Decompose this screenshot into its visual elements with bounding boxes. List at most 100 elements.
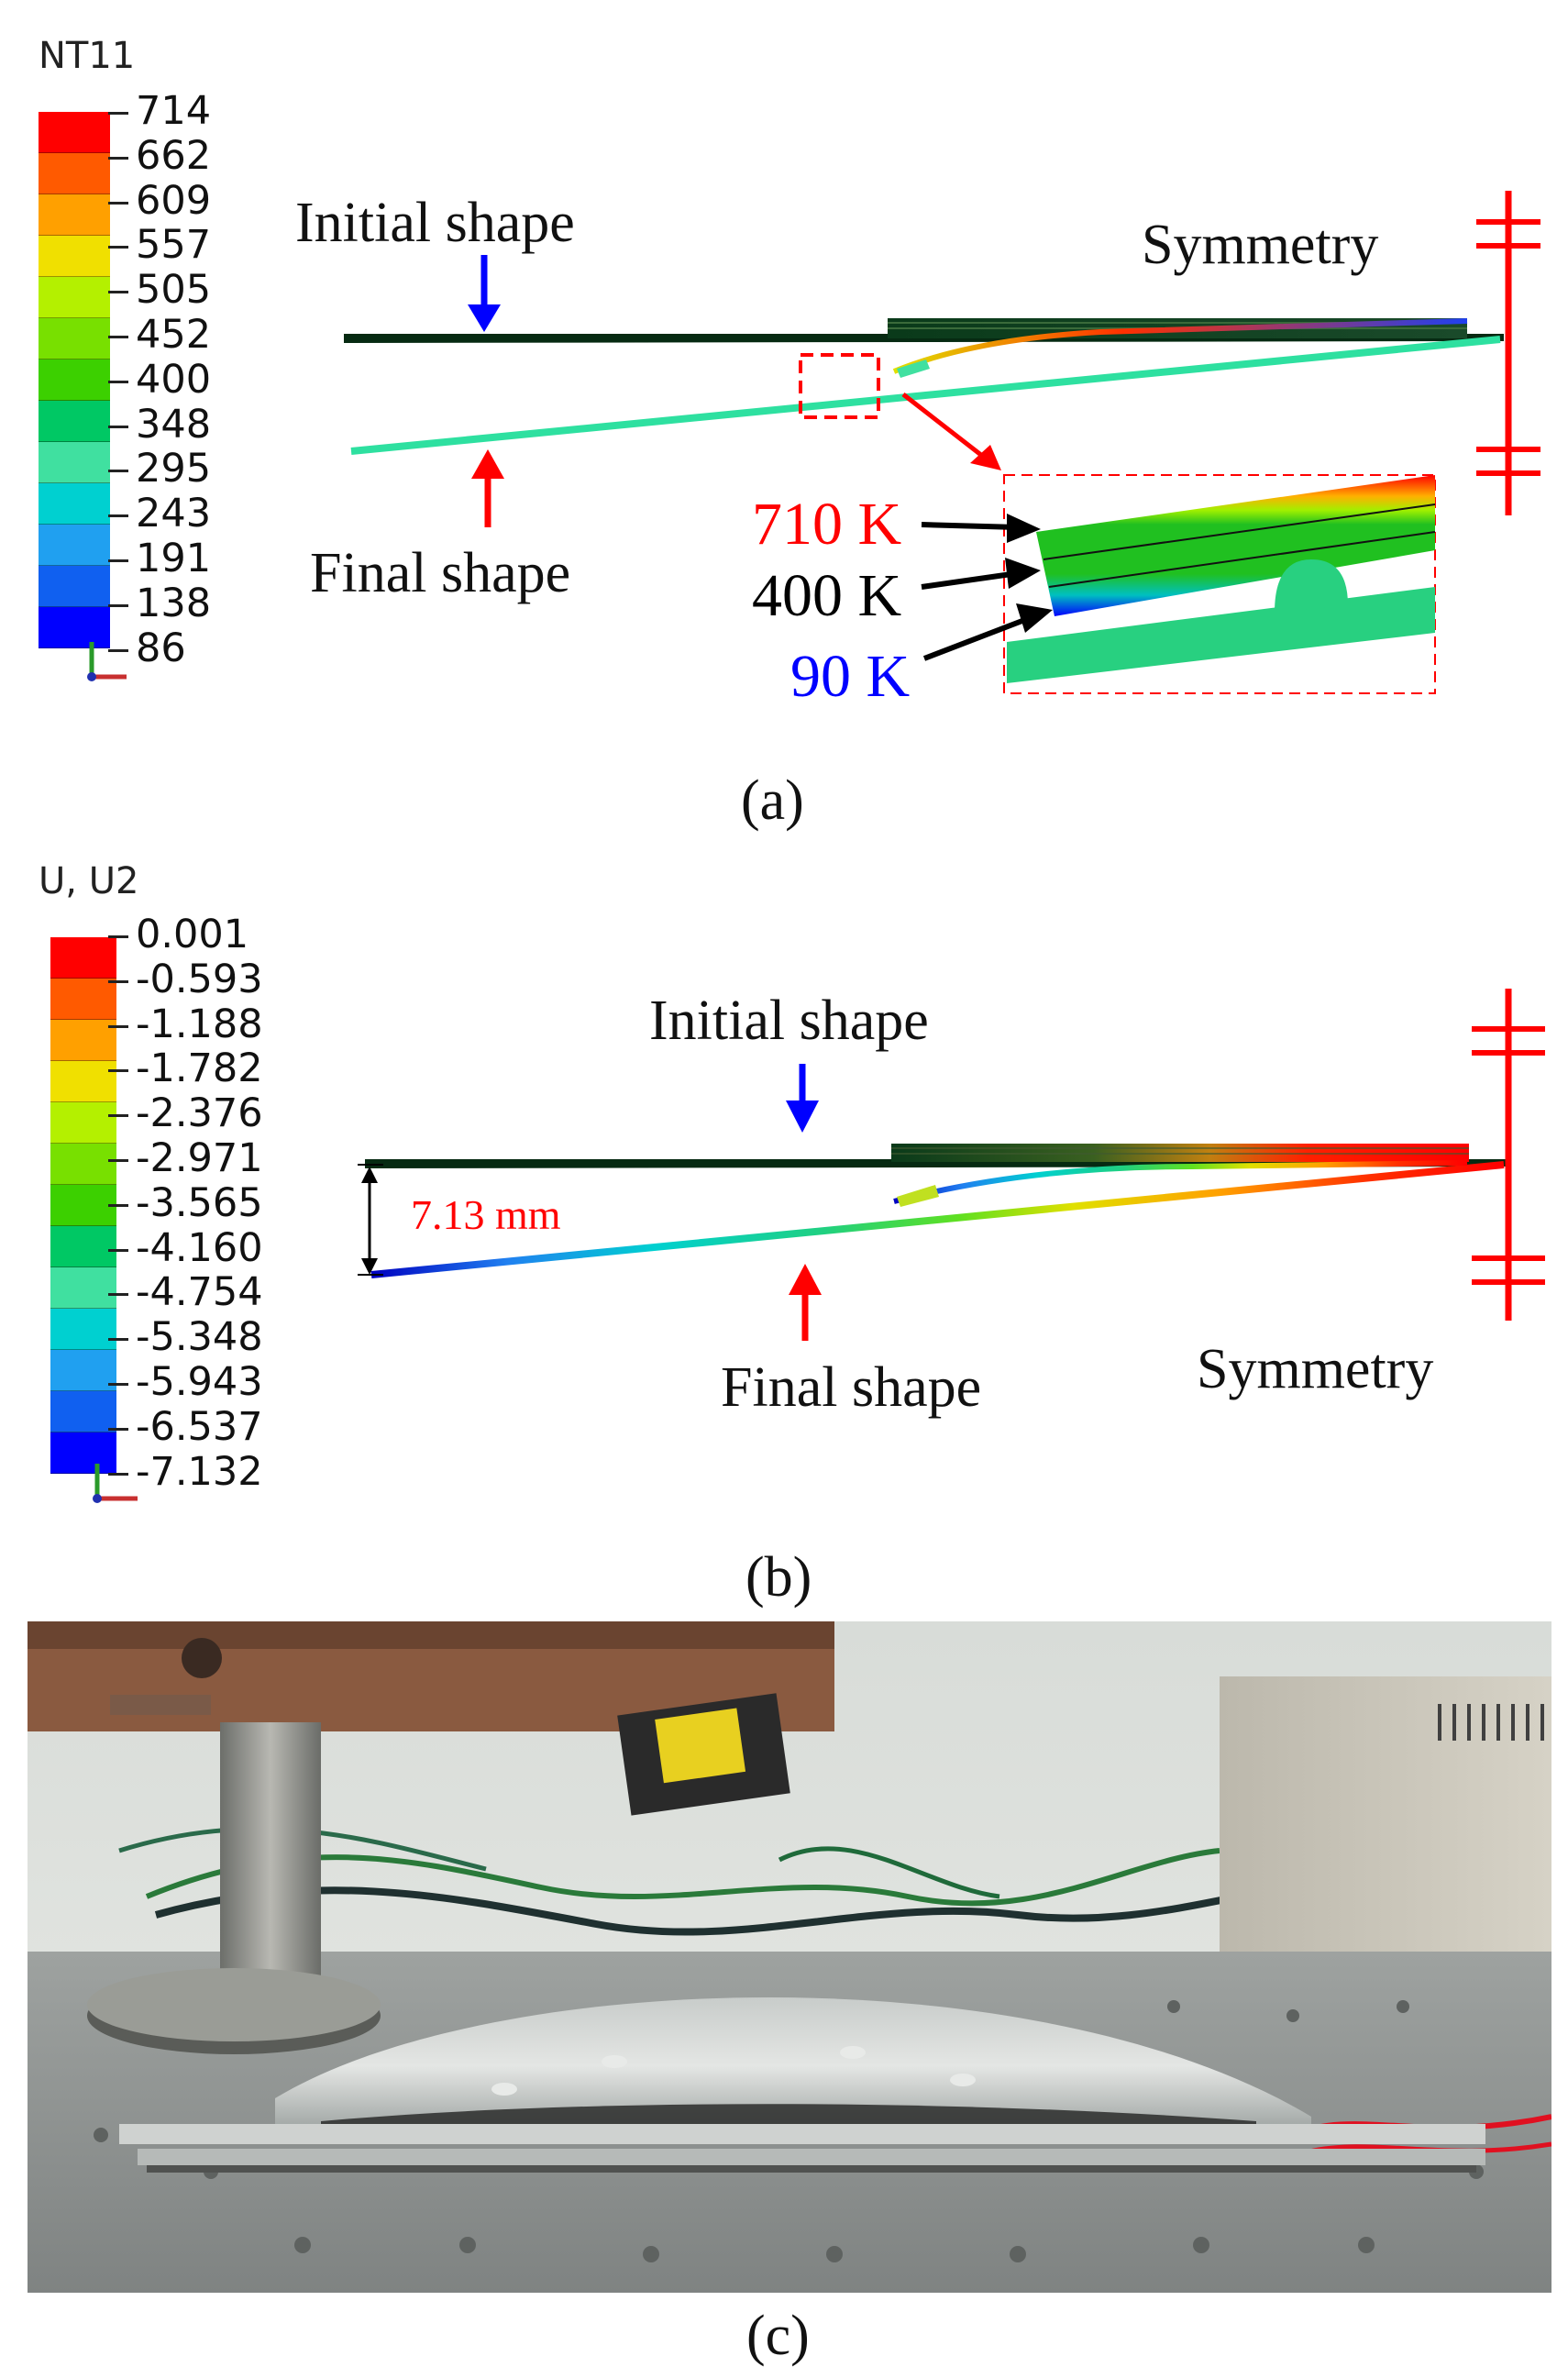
colorbar-segment (50, 1061, 116, 1102)
legend-colorbar-b (50, 937, 116, 1474)
initial-shape-label-a: Initial shape (295, 192, 575, 254)
colorbar-tick (108, 1383, 128, 1386)
legend-value-label: 348 (136, 401, 212, 448)
colorbar-tick (108, 1159, 128, 1162)
colorbar-segment (50, 1185, 116, 1226)
colorbar-segment (50, 937, 116, 979)
colorbar-segment (50, 1432, 116, 1474)
legend-value-label: 662 (136, 132, 212, 179)
legend-value-label: 243 (136, 491, 212, 537)
colorbar-segment (39, 607, 110, 648)
inset-box-a (1003, 474, 1436, 694)
colorbar-tick (108, 979, 128, 983)
temp-low-label: 90 K (790, 643, 911, 710)
laser-sensor-icon (617, 1693, 790, 1816)
legend-title-a: NT11 (39, 35, 136, 77)
colorbar-tick (108, 559, 128, 562)
legend-value-label: 557 (136, 222, 212, 269)
colorbar-segment (50, 1020, 116, 1061)
caption-a: (a) (741, 769, 804, 832)
bottom-plate-2 (138, 2149, 1485, 2165)
final-shape-label-a: Final shape (310, 542, 571, 604)
legend-value-label: 609 (136, 177, 212, 224)
colorbar-segment (50, 1102, 116, 1144)
colorbar-segment (39, 401, 110, 442)
colorbar-segment (39, 566, 110, 607)
colorbar-tick (108, 1024, 128, 1028)
colorbar-segment (39, 194, 110, 236)
experiment-photo (28, 1621, 1551, 2293)
legend-value-label: -3.565 (136, 1179, 263, 1226)
colorbar-segment (50, 1226, 116, 1267)
legend-value-label: -7.132 (136, 1448, 263, 1495)
legend-value-label: -4.160 (136, 1224, 263, 1271)
colorbar-segment (50, 1391, 116, 1432)
colorbar-segment (39, 112, 110, 153)
colorbar-tick (108, 156, 128, 160)
legend-title-b: U, U2 (39, 860, 139, 902)
colorbar-tick (108, 201, 128, 205)
colorbar-segment (50, 979, 116, 1020)
colorbar-segment (50, 1309, 116, 1350)
initial-shape-label-b: Initial shape (649, 990, 929, 1052)
inset-plate-a (1036, 475, 1435, 616)
final-shape-line-a (350, 336, 1501, 455)
legend-value-label: -4.754 (136, 1269, 263, 1316)
colorbar-segment (50, 1144, 116, 1185)
colorbar-tick (108, 1472, 128, 1476)
colorbar-segment (39, 318, 110, 359)
legend-value-label: 400 (136, 356, 212, 403)
colorbar-tick (108, 935, 128, 938)
morphing-plate (275, 1997, 1311, 2135)
colorbar-tick (108, 603, 128, 607)
symmetry-label-a: Symmetry (1142, 214, 1379, 276)
colorbar-segment (39, 236, 110, 277)
colorbar-tick (108, 648, 128, 652)
legend-value-label: -2.376 (136, 1090, 263, 1137)
colorbar-tick (108, 246, 128, 249)
loading-column (220, 1722, 321, 2007)
colorbar-tick (108, 470, 128, 473)
legend-value-label: 0.001 (136, 912, 249, 957)
colorbar-segment (39, 483, 110, 525)
colorbar-tick (108, 425, 128, 428)
colorbar-segment (50, 1267, 116, 1309)
colorbar-segment (39, 277, 110, 318)
colorbar-tick (108, 514, 128, 518)
initial-shape-arrow-a (468, 304, 501, 332)
axis-triad-a-icon (87, 642, 127, 681)
legend-value-label: -1.782 (136, 1045, 263, 1092)
colorbar-segment (50, 1350, 116, 1391)
legend-colorbar-a (39, 112, 110, 648)
colorbar-tick (108, 1293, 128, 1297)
legend-value-label: -1.188 (136, 1001, 263, 1047)
colorbar-tick (108, 1114, 128, 1118)
colorbar-tick (108, 1248, 128, 1252)
displacement-label: 7.13 mm (411, 1191, 561, 1238)
initial-shape-arrow-b (786, 1101, 819, 1133)
colorbar-segment (39, 359, 110, 401)
legend-value-label: 295 (136, 446, 212, 492)
colorbar-tick (108, 1203, 128, 1207)
legend-value-label: -6.537 (136, 1403, 263, 1450)
legend-value-label: 191 (136, 536, 212, 581)
legend-value-label: 714 (136, 88, 212, 134)
zoom-arrow-a (970, 445, 1001, 470)
colorbar-tick (108, 112, 128, 115)
zoom-box-a (799, 353, 880, 419)
temp-mid-label: 400 K (752, 562, 902, 629)
colorbar-tick (108, 1069, 128, 1073)
final-shape-arrow-a (471, 449, 504, 479)
caption-b: (b) (745, 1546, 812, 1609)
axis-triad-b-icon (93, 1464, 138, 1503)
final-shape-line-b (370, 1161, 1505, 1278)
inset-base-a (1007, 587, 1435, 683)
colorbar-segment (39, 442, 110, 483)
colorbar-tick (108, 380, 128, 383)
legend-value-label: -5.348 (136, 1314, 263, 1361)
colorbar-tick (108, 1427, 128, 1431)
symmetry-label-b: Symmetry (1197, 1338, 1434, 1400)
caption-c: (c) (746, 2305, 810, 2367)
colorbar-tick (108, 336, 128, 338)
colorbar-segment (39, 525, 110, 566)
